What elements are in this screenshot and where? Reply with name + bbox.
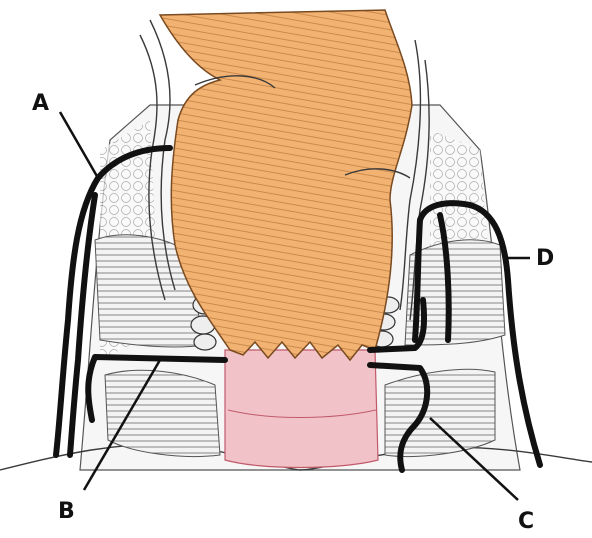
label-b: B bbox=[58, 499, 75, 524]
leader-a bbox=[60, 112, 98, 178]
label-c: C bbox=[518, 509, 534, 534]
label-d: D bbox=[536, 246, 554, 271]
anal-canal bbox=[225, 350, 378, 468]
label-a: A bbox=[32, 91, 49, 116]
external-sphincter-left bbox=[105, 370, 220, 456]
